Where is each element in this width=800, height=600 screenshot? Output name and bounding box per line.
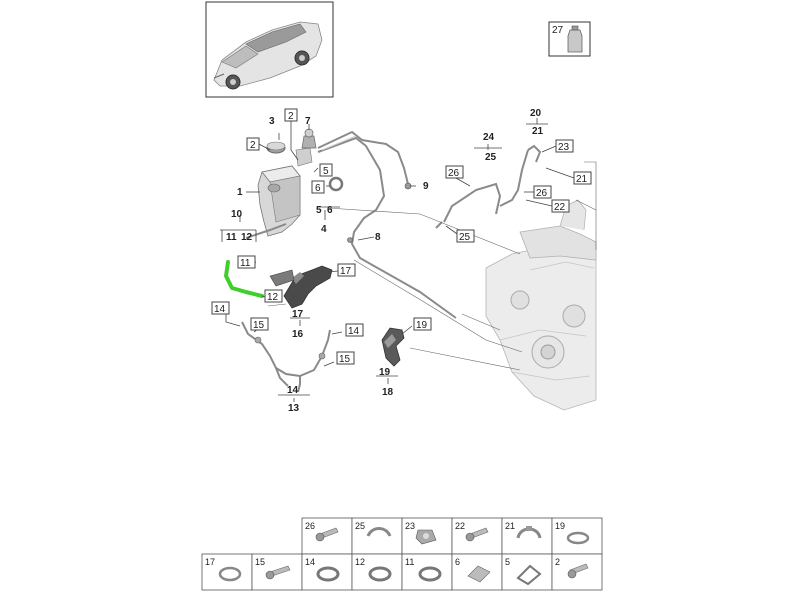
callout-25-b: 25 [459,232,471,243]
callout-27: 27 [552,25,564,36]
callout-26-b: 26 [536,188,548,199]
svg-text:12: 12 [355,557,365,567]
svg-text:14: 14 [305,557,315,567]
callout-21-b: 21 [576,174,588,185]
legend-cell[interactable]: 19 [551,517,603,555]
legend-cell[interactable]: 11 [401,553,453,591]
callout-8: 8 [375,232,381,243]
callout-17-b: 17 [292,309,304,320]
svg-text:25: 25 [355,521,365,531]
callout-7: 7 [305,116,311,127]
callout-25-a: 25 [485,152,497,163]
svg-text:26: 26 [305,521,315,531]
hose-assembly-13 [241,321,331,393]
callout-10: 10 [231,209,243,220]
svg-text:22: 22 [455,521,465,531]
callout-15-b: 15 [339,354,351,365]
callout-22: 22 [554,202,566,213]
callout-16: 16 [292,329,304,340]
callout-24: 24 [483,132,495,143]
svg-text:19: 19 [555,521,565,531]
legend-cell[interactable]: 14 [301,553,353,591]
svg-text:2: 2 [555,557,560,567]
legend-cell[interactable]: 17 [201,553,253,591]
hose-18 [381,327,405,367]
svg-text:11: 11 [405,557,414,567]
connection-lines [267,161,597,371]
leader-lines [220,118,575,402]
legend-cell[interactable]: 23 [401,517,453,555]
svg-text:21: 21 [505,521,515,531]
callout-5-a: 5 [323,166,329,177]
callout-18: 18 [382,387,394,398]
svg-text:5: 5 [505,557,510,567]
callout-14-a: 14 [214,304,226,315]
callout-11-b: 11 [240,258,251,269]
legend-cell[interactable]: 6 [451,553,503,591]
svg-text:15: 15 [255,557,265,567]
callout-20: 20 [530,108,542,119]
legend-cell[interactable]: 26 [301,517,353,555]
fastener-legend: 26 25 23 22 21 19 17 15 14 12 11 6 5 2 [201,517,603,591]
callout-labels: 1 2 2 3 7 5 6 5 6 4 9 8 10 11 12 11 12 1… [211,108,592,414]
coolant-pipes [245,130,542,319]
callout-4: 4 [321,224,327,235]
svg-text:17: 17 [205,557,215,567]
legend-cell[interactable]: 21 [501,517,553,555]
callout-6-a: 6 [315,183,321,194]
callout-12-b: 12 [267,292,279,303]
vehicle-thumbnail [205,1,334,98]
callout-6-b: 6 [327,205,333,216]
part-27-box[interactable]: 27 [548,21,591,57]
legend-cell[interactable]: 2 [551,553,603,591]
callout-23: 23 [558,142,570,153]
callout-12-a: 12 [241,232,253,243]
callout-13: 13 [288,403,300,414]
callout-3: 3 [269,116,275,127]
callout-14-c: 14 [287,385,299,396]
legend-cell[interactable]: 5 [501,553,553,591]
seal-ring-5 [328,176,344,192]
callout-26-a: 26 [448,168,460,179]
svg-text:6: 6 [455,557,460,567]
callout-14-b: 14 [348,326,360,337]
callout-15-a: 15 [253,320,265,331]
callout-5-b: 5 [316,205,322,216]
legend-cell[interactable]: 25 [351,517,403,555]
tank-cap [266,141,286,154]
legend-cell[interactable]: 22 [451,517,503,555]
callout-21-a: 21 [532,126,544,137]
sensor-7 [301,128,317,149]
callout-17-a: 17 [340,266,352,277]
expansion-tank [257,147,313,237]
callout-9: 9 [423,181,429,192]
legend-cell[interactable]: 15 [251,553,303,591]
svg-text:23: 23 [405,521,415,531]
hose-16 [269,265,333,309]
callout-2-a: 2 [250,140,256,151]
callout-1: 1 [237,187,243,198]
callout-11-a: 11 [226,232,237,243]
engine-block [485,199,597,411]
callout-2-b: 2 [288,111,294,122]
callout-19-b: 19 [379,367,391,378]
highlighted-hose-10[interactable] [224,260,264,298]
legend-cell[interactable]: 12 [351,553,403,591]
callout-19-a: 19 [416,320,428,331]
